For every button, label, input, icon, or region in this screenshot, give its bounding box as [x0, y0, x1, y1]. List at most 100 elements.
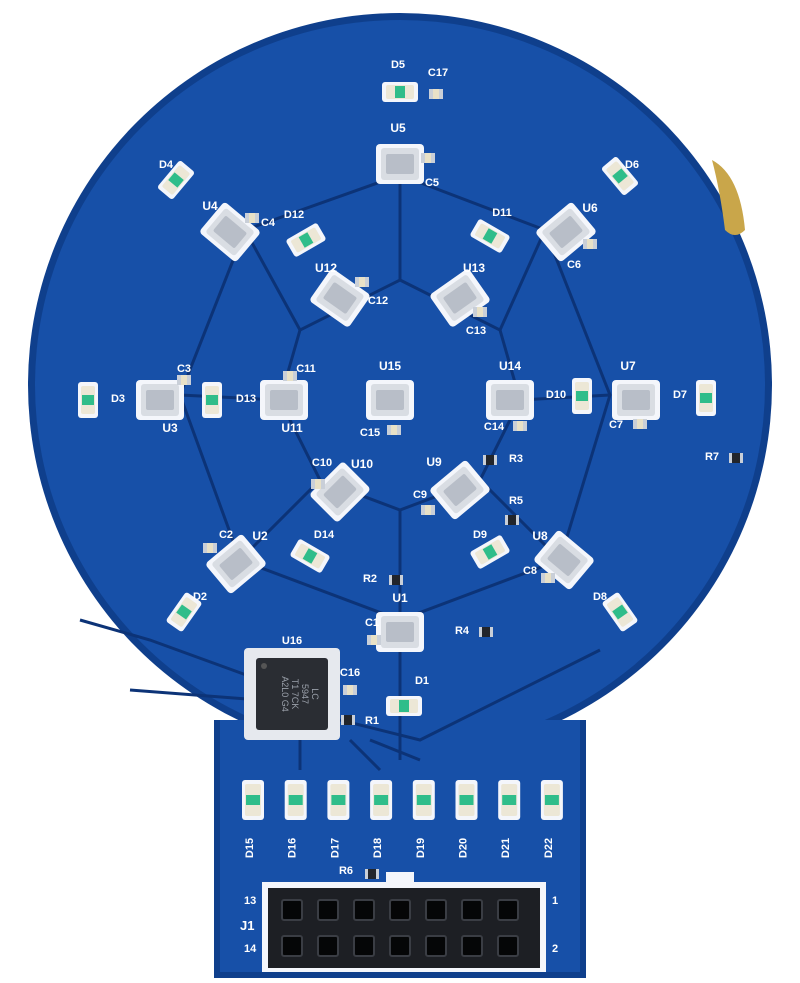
connector-pin-hole	[281, 899, 303, 921]
led-label-d10: D10	[546, 389, 566, 401]
chip-label-u1: U1	[392, 591, 408, 605]
led-label-d2: D2	[193, 591, 207, 603]
resistor-r3	[483, 455, 497, 465]
led-d15	[242, 780, 264, 820]
cap-c1	[367, 635, 381, 645]
cap-c11	[283, 371, 297, 381]
connector-j1: J1 13 14 1 2	[240, 872, 558, 972]
chip-u15	[366, 380, 414, 420]
chip-u1	[376, 612, 424, 652]
led-d22	[540, 780, 563, 820]
led-label-d8: D8	[593, 591, 607, 603]
resistor-r5	[505, 515, 519, 525]
resistor-r2	[389, 575, 403, 585]
resistor-r1	[341, 715, 355, 725]
led-d20	[455, 780, 478, 820]
chip-label-u2: U2	[252, 529, 268, 543]
chip-label-u8: U8	[532, 529, 548, 543]
connector-pin-hole	[425, 935, 447, 957]
chip-label-u7: U7	[620, 359, 636, 373]
cap-label-c15: C15	[360, 427, 380, 439]
led-label-d22: D22	[543, 838, 555, 858]
led-d10	[572, 378, 592, 414]
resistor-r7	[729, 453, 743, 463]
chip-u13	[430, 269, 490, 327]
resistor-r6	[365, 869, 379, 879]
led-label-d15: D15	[244, 838, 256, 858]
chip-label-u15: U15	[379, 359, 401, 373]
cap-label-c3: C3	[177, 363, 191, 375]
resistor-label-r6: R6	[339, 865, 353, 877]
cap-label-c6: C6	[567, 259, 581, 271]
chip-label-u4: U4	[202, 199, 218, 213]
led-label-d21: D21	[500, 838, 512, 858]
led-label-d11: D11	[492, 207, 512, 219]
connector-ref: J1	[240, 918, 254, 933]
connector-pin-hole	[425, 899, 447, 921]
resistor-r4	[479, 627, 493, 637]
cap-label-c9: C9	[413, 489, 427, 501]
cap-label-c13: C13	[466, 325, 486, 337]
chip-u10	[310, 462, 370, 522]
chip-label-u12: U12	[315, 261, 337, 275]
led-d13	[202, 382, 222, 418]
cap-c12	[355, 277, 369, 287]
chip-label-u3: U3	[162, 421, 178, 435]
chip-label-u9: U9	[426, 455, 442, 469]
cap-label-c14: C14	[484, 421, 505, 433]
cap-c9	[421, 505, 435, 515]
cap-label-c17: C17	[428, 67, 448, 79]
chip-u14	[486, 380, 534, 420]
connector-pin-hole	[281, 935, 303, 957]
led-label-d12: D12	[284, 209, 304, 221]
resistor-label-r7: R7	[705, 451, 719, 463]
led-label-d16: D16	[287, 838, 299, 858]
chip-u2	[206, 534, 266, 594]
led-d18	[370, 780, 393, 820]
main-ic-u16: U16 LC 5947 T1 7CK A2L0 G4	[244, 635, 340, 740]
led-d21	[498, 780, 521, 820]
led-d16	[284, 780, 307, 820]
cap-label-c10: C10	[312, 457, 332, 469]
cap-c16	[343, 685, 357, 695]
led-label-d19: D19	[415, 838, 427, 858]
cap-c10	[311, 479, 325, 489]
cap-c5	[421, 153, 435, 163]
led-label-d3: D3	[111, 393, 125, 405]
cap-c17	[429, 89, 443, 99]
connector-pin-hole	[317, 935, 339, 957]
chip-u8	[534, 530, 594, 590]
connector-pin-14: 14	[244, 943, 257, 955]
connector-pin-hole	[497, 899, 519, 921]
cap-c4	[245, 213, 259, 223]
main-ic-marking-3: T1 7CK	[290, 679, 300, 710]
led-d17	[327, 780, 350, 820]
cap-label-c11: C11	[296, 363, 316, 375]
led-label-d9: D9	[473, 529, 487, 541]
led-d19	[412, 780, 435, 820]
led-d8	[602, 592, 638, 632]
connector-pin-hole	[317, 899, 339, 921]
led-d7	[696, 380, 716, 416]
chip-label-u5: U5	[390, 121, 406, 135]
resistor-label-r1: R1	[365, 715, 379, 727]
led-d11	[470, 219, 510, 253]
connector-pin-hole	[461, 935, 483, 957]
cap-c6	[583, 239, 597, 249]
led-d6	[601, 157, 639, 195]
led-label-d17: D17	[329, 838, 341, 858]
connector-pin-hole	[461, 899, 483, 921]
chip-label-u10: U10	[351, 457, 373, 471]
led-d3	[78, 382, 98, 418]
resistor-label-r4: R4	[455, 625, 470, 637]
main-ic-marking-2: 5947	[300, 684, 310, 704]
led-d14	[290, 539, 330, 573]
connector-pin-13: 13	[244, 895, 256, 907]
chip-label-u6: U6	[582, 201, 598, 215]
led-d2	[166, 592, 202, 632]
cap-c2	[203, 543, 217, 553]
cap-label-c7: C7	[609, 419, 623, 431]
connector-pin-hole	[497, 935, 519, 957]
chip-u9	[430, 460, 490, 520]
cap-c15	[387, 425, 401, 435]
